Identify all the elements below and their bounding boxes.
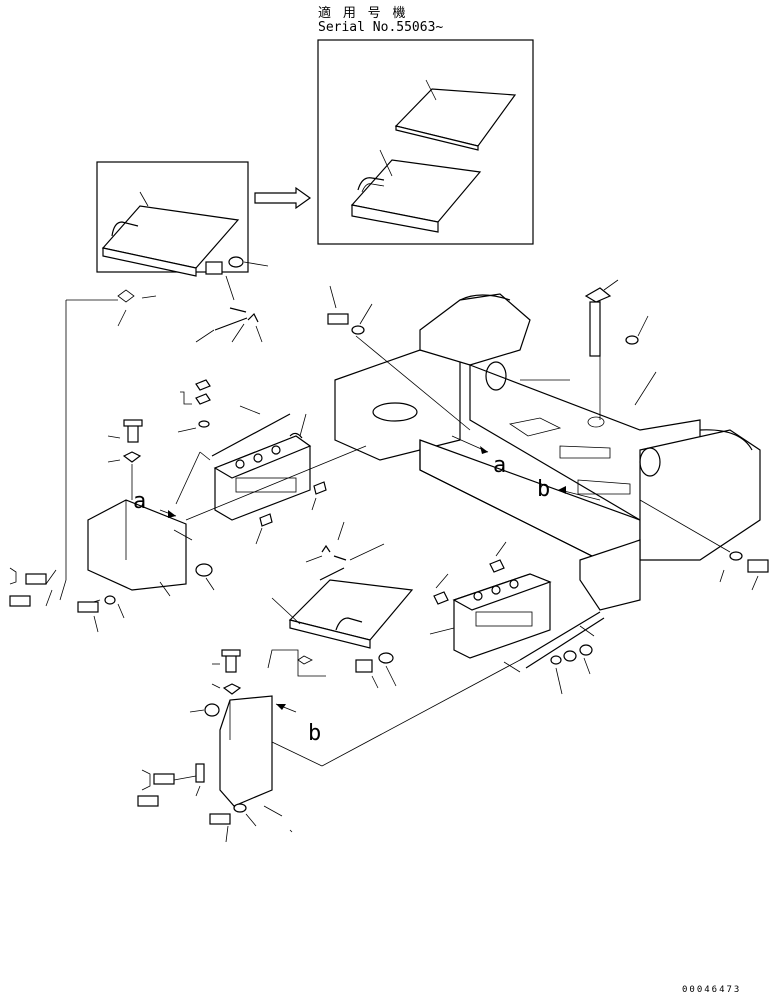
callout-b-lower: b <box>308 721 321 746</box>
applicable-serial-label: 適 用 号 機 <box>318 6 408 21</box>
arrow-to-detail <box>254 186 312 210</box>
old-step-detail-box <box>59 161 269 601</box>
upper-battery-bracket <box>9 419 367 633</box>
main-frame <box>327 279 769 611</box>
new-serial-detail-box <box>317 39 534 245</box>
serial-number-label: Serial No.55063~ <box>318 20 444 35</box>
callout-a-left: a <box>133 489 146 514</box>
lower-battery-assembly <box>271 541 605 767</box>
lower-battery-bracket <box>137 649 297 843</box>
upper-battery-assembly <box>175 379 327 545</box>
callout-b-main: b <box>537 477 550 502</box>
drawing-number: 00046473 <box>682 985 742 995</box>
lower-step-assembly <box>267 521 414 689</box>
callout-a-main: a <box>493 453 506 478</box>
